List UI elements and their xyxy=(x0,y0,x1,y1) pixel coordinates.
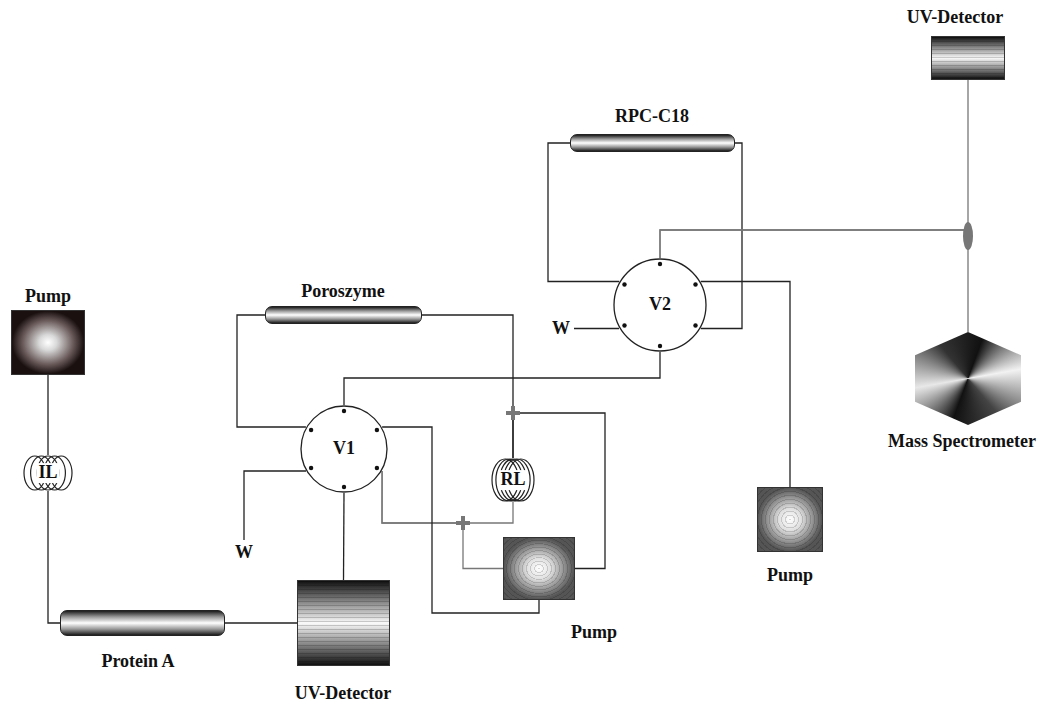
pump-body xyxy=(757,487,823,552)
node-label: RL xyxy=(498,470,527,490)
node-label: Pump xyxy=(767,566,813,586)
node-label: Poroszyme xyxy=(301,282,385,302)
mass-spectrometer: Mass Spectrometer xyxy=(915,332,1021,425)
injection-loop: IL xyxy=(23,455,73,491)
tubing-line xyxy=(382,471,503,569)
protein-a-column: Protein A xyxy=(60,610,225,636)
tubing-line xyxy=(343,493,345,580)
protein-a-column-body xyxy=(60,610,225,636)
node-label: RPC-C18 xyxy=(615,107,689,127)
node-label: Pump xyxy=(25,287,71,307)
uv-detector: UV-Detector xyxy=(297,580,390,666)
node-label: Pump xyxy=(571,623,617,643)
waste-label: W xyxy=(552,319,570,339)
tubing-line xyxy=(701,143,742,329)
tubing-line xyxy=(225,622,297,623)
node-label: Mass Spectrometer xyxy=(888,432,1036,452)
waste-line xyxy=(574,328,619,329)
tubing-line xyxy=(344,352,660,405)
node-label: V2 xyxy=(647,295,673,315)
pump: Pump xyxy=(757,487,823,552)
rpc-column-body xyxy=(570,134,735,152)
uv-detector-body xyxy=(931,36,1005,80)
enzyme-column: Poroszyme xyxy=(265,306,422,324)
waste-line xyxy=(244,471,306,540)
uv-detector: UV-Detector xyxy=(931,36,1005,80)
rpc-column: RPC-C18 xyxy=(570,134,735,152)
enzyme-column-body xyxy=(265,306,422,324)
flow-splitter xyxy=(963,222,973,250)
tubing-line xyxy=(660,80,968,258)
reaction-loop: RL xyxy=(491,458,535,502)
waste-label: W xyxy=(235,543,253,563)
node-label: V1 xyxy=(331,439,357,459)
tubing-line xyxy=(422,315,513,458)
tubing-line xyxy=(701,282,790,488)
switching-valve: V2 xyxy=(613,258,707,352)
node-label: IL xyxy=(36,463,59,483)
tubing-line xyxy=(548,143,619,282)
tubing-line xyxy=(660,230,968,332)
pump: Pump xyxy=(503,537,575,600)
switching-valve: V1 xyxy=(300,405,388,493)
cross-junction xyxy=(511,406,515,420)
node-label: Protein A xyxy=(101,652,174,672)
tubing-line xyxy=(47,375,48,455)
pump-body xyxy=(503,537,575,600)
node-label: UV-Detector xyxy=(295,684,392,704)
uv-detector-body xyxy=(297,580,390,666)
pump: Pump xyxy=(11,310,85,375)
pump-body xyxy=(11,310,85,375)
tubing-line xyxy=(237,315,306,427)
tubing-line xyxy=(48,491,60,623)
cross-junction xyxy=(461,516,465,530)
node-label: UV-Detector xyxy=(907,8,1004,28)
mass-spectrometer-body xyxy=(915,332,1021,425)
